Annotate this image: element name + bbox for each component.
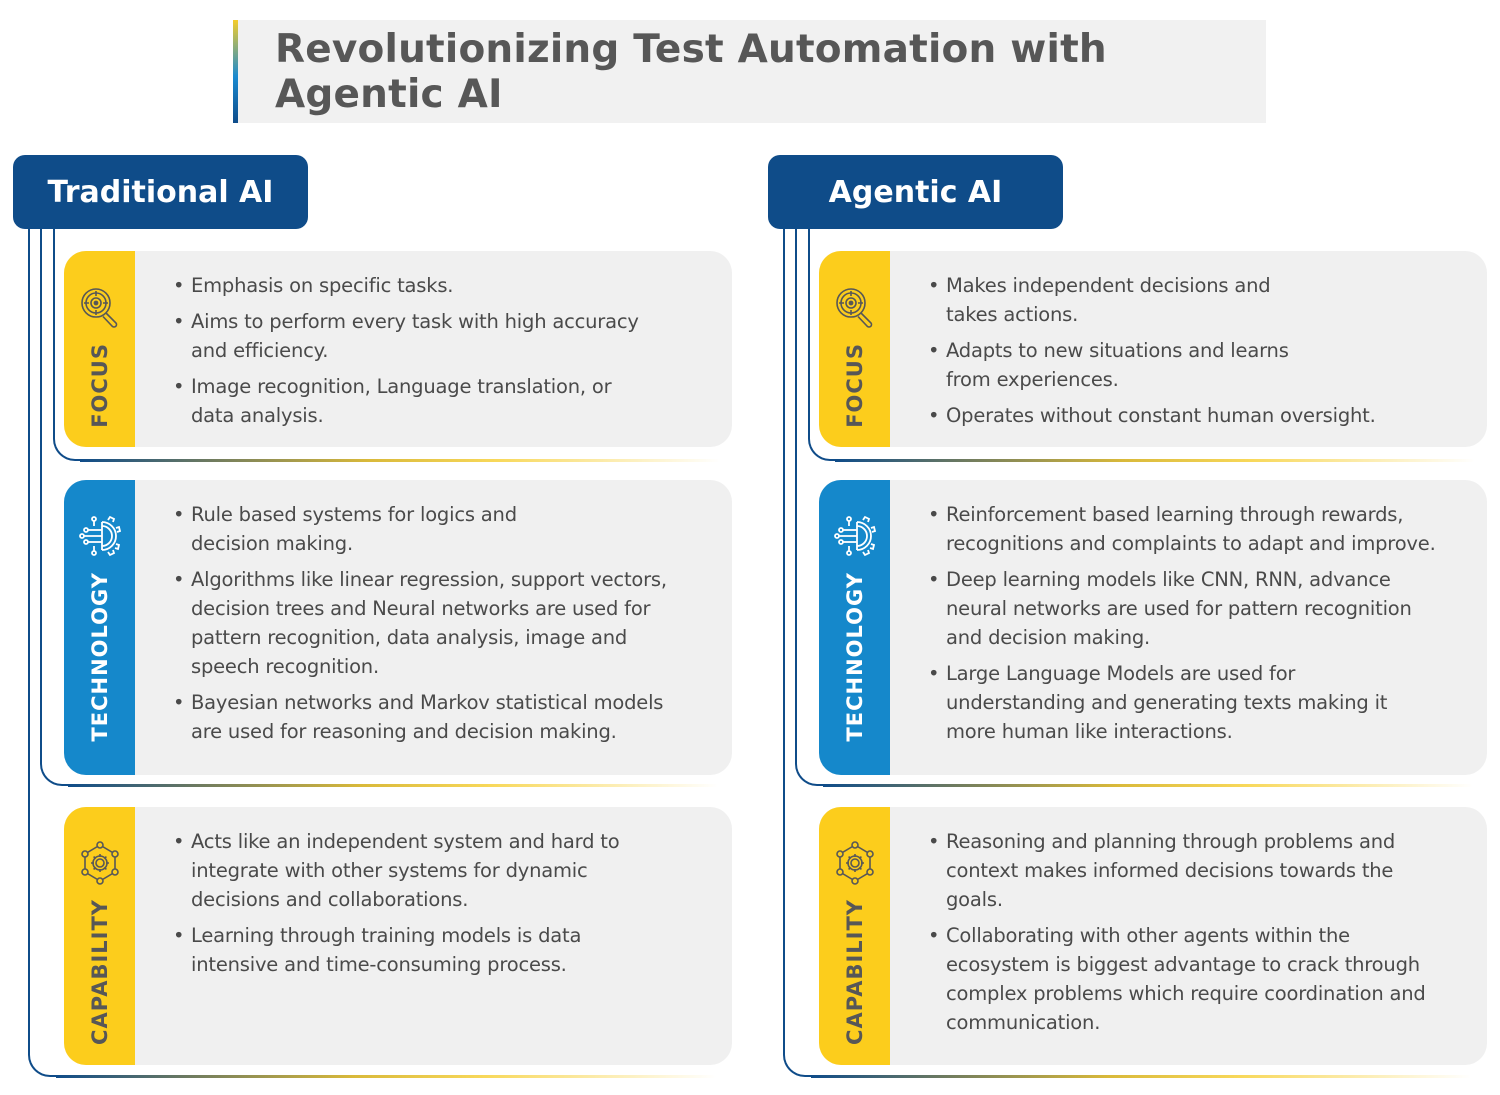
technology-tab: TECHNOLOGY xyxy=(64,480,135,775)
list-item: Aims to perform every task with high acc… xyxy=(173,307,653,365)
target-magnifier-icon xyxy=(833,285,877,329)
technology-list: Reinforcement based learning through rew… xyxy=(928,500,1468,746)
connector-fade-focus xyxy=(80,459,720,462)
focus-label: FOCUS xyxy=(87,343,112,428)
focus-label: FOCUS xyxy=(842,343,867,428)
connector-line-technology xyxy=(795,228,835,786)
technology-label: TECHNOLOGY xyxy=(842,572,867,742)
target-magnifier-icon xyxy=(78,285,122,329)
list-item: Large Language Models are used for under… xyxy=(928,659,1398,746)
list-item: Collaborating with other agents within t… xyxy=(928,921,1448,1037)
traditional-technology-card: TECHNOLOGY Rule based systems for logics… xyxy=(64,480,732,775)
connector-line-capability xyxy=(783,228,823,1077)
list-item: Acts like an independent system and hard… xyxy=(173,827,653,914)
agentic-capability-card: CAPABILITY Reasoning and planning throug… xyxy=(819,807,1487,1065)
column-heading-text: Traditional AI xyxy=(47,174,274,210)
circuit-gear-icon xyxy=(78,514,122,558)
agentic-focus-card: FOCUS Makes independent decisions and ta… xyxy=(819,251,1487,447)
capability-list: Acts like an independent system and hard… xyxy=(173,827,712,979)
list-item: Rule based systems for logics and decisi… xyxy=(173,500,533,558)
capability-tab: CAPABILITY xyxy=(64,807,135,1065)
capability-list: Reasoning and planning through problems … xyxy=(928,827,1467,1037)
connector-line-focus xyxy=(808,228,848,461)
connector-line-capability xyxy=(28,228,68,1077)
list-item: Algorithms like linear regression, suppo… xyxy=(173,565,693,681)
technology-label: TECHNOLOGY xyxy=(87,572,112,742)
connector-fade-technology xyxy=(823,784,1473,787)
agentic-technology-card: TECHNOLOGY Reinforcement based learning … xyxy=(819,480,1487,775)
focus-list: Makes independent decisions and takes ac… xyxy=(928,271,1467,430)
technology-tab: TECHNOLOGY xyxy=(819,480,890,775)
focus-tab: FOCUS xyxy=(819,251,890,447)
list-item: Emphasis on specific tasks. xyxy=(173,271,712,300)
page-title: Revolutionizing Test Automation with Age… xyxy=(275,26,1107,117)
list-item: Operates without constant human oversigh… xyxy=(928,401,1448,430)
capability-label: CAPABILITY xyxy=(842,899,867,1045)
gear-network-icon xyxy=(833,841,877,885)
agentic-ai-heading: Agentic AI xyxy=(768,155,1063,229)
list-item: Reinforcement based learning through rew… xyxy=(928,500,1468,558)
connector-fade-capability xyxy=(811,1075,1471,1078)
circuit-gear-icon xyxy=(833,514,877,558)
list-item: Bayesian networks and Markov statistical… xyxy=(173,688,683,746)
list-item: Learning through training models is data… xyxy=(173,921,613,979)
list-item: Makes independent decisions and takes ac… xyxy=(928,271,1298,329)
traditional-focus-card: FOCUS Emphasis on specific tasks. Aims t… xyxy=(64,251,732,447)
list-item: Image recognition, Language translation,… xyxy=(173,372,613,430)
gear-network-icon xyxy=(78,841,122,885)
connector-line-technology xyxy=(40,228,80,786)
connector-line-focus xyxy=(53,228,93,461)
list-item: Deep learning models like CNN, RNN, adva… xyxy=(928,565,1448,652)
traditional-ai-heading: Traditional AI xyxy=(13,155,308,229)
connector-fade-technology xyxy=(68,784,718,787)
column-heading-text: Agentic AI xyxy=(828,174,1003,210)
connector-fade-focus xyxy=(835,459,1475,462)
technology-list: Rule based systems for logics and decisi… xyxy=(173,500,712,746)
list-item: Adapts to new situations and learns from… xyxy=(928,336,1318,394)
capability-label: CAPABILITY xyxy=(87,899,112,1045)
capability-tab: CAPABILITY xyxy=(819,807,890,1065)
connector-fade-capability xyxy=(56,1075,716,1078)
focus-list: Emphasis on specific tasks. Aims to perf… xyxy=(173,271,712,430)
traditional-capability-card: CAPABILITY Acts like an independent syst… xyxy=(64,807,732,1065)
title-banner: Revolutionizing Test Automation with Age… xyxy=(233,20,1266,123)
list-item: Reasoning and planning through problems … xyxy=(928,827,1398,914)
focus-tab: FOCUS xyxy=(64,251,135,447)
